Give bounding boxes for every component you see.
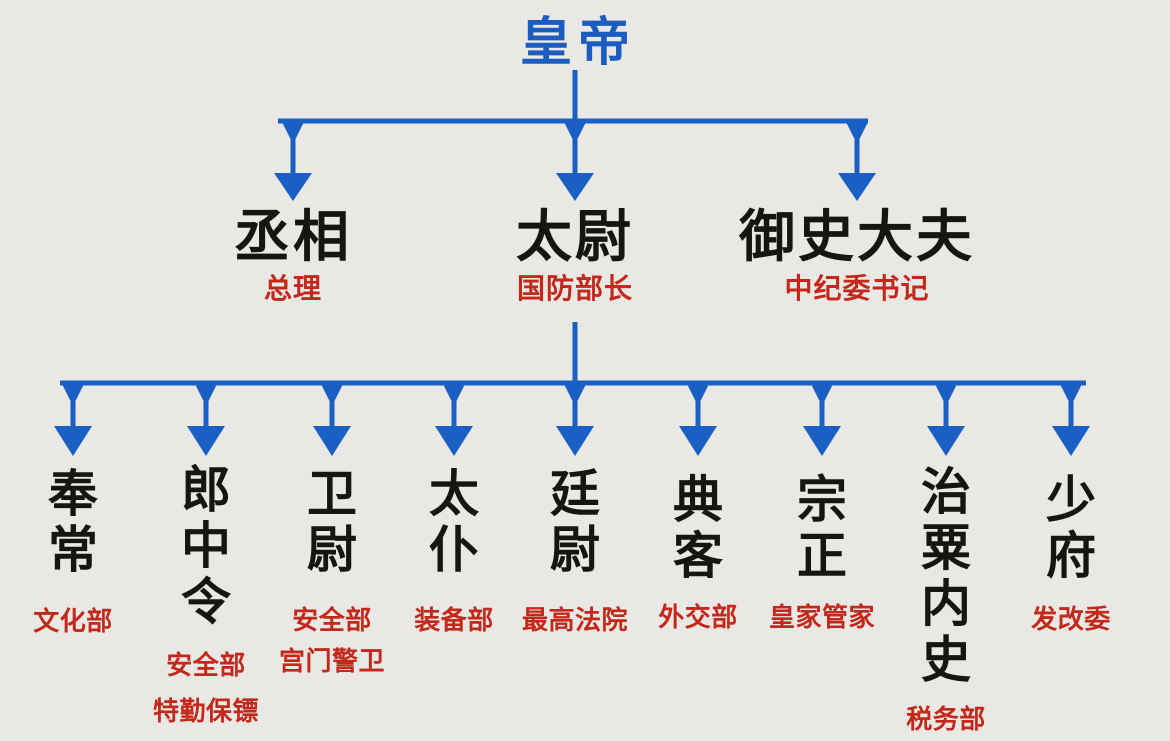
node-yushidafu: 御史大夫 中纪委书记 bbox=[677, 205, 1037, 304]
minister-name-tingwei: 廷 尉 bbox=[550, 466, 600, 578]
official-name: 丞相 bbox=[234, 205, 352, 268]
minister-modern-equivalent: 皇家管家 bbox=[768, 602, 875, 632]
official-name: 太尉 bbox=[516, 205, 634, 268]
minister-modern-equivalent: 发改委 bbox=[1031, 604, 1111, 634]
official-modern-equivalent: 总理 bbox=[263, 272, 322, 304]
official-name: 御史大夫 bbox=[739, 205, 975, 268]
minister-modern-equivalent: 文化部 bbox=[33, 606, 113, 636]
minister-name-dianke: 典 客 bbox=[673, 472, 723, 584]
minister-modern-equivalent: 外交部 bbox=[658, 602, 738, 632]
official-modern-equivalent: 中纪委书记 bbox=[784, 272, 930, 304]
minister-name-fengchang: 奉 常 bbox=[48, 466, 98, 578]
minister-name-weiwei: 卫 尉 bbox=[307, 466, 357, 578]
minister-modern-equivalent: 特勤保镖 bbox=[152, 696, 259, 726]
emperor-title: 皇帝 bbox=[519, 14, 636, 72]
minister-name-zongzheng: 宗 正 bbox=[797, 472, 847, 584]
minister-name-zhisuneishi: 治 粟 内 史 bbox=[921, 464, 971, 688]
minister-modern-equivalent: 安全部 bbox=[166, 650, 246, 680]
minister-modern-equivalent: 装备部 bbox=[414, 605, 494, 635]
minister-modern-equivalent: 宫门警卫 bbox=[278, 646, 385, 676]
minister-name-shaofu: 少 府 bbox=[1046, 472, 1096, 584]
node-taiwei: 太尉 国防部长 bbox=[395, 205, 755, 304]
minister-name-langzhongling: 郎 中 令 bbox=[181, 462, 231, 630]
node-chengxiang: 丞相 总理 bbox=[113, 205, 473, 304]
minister-modern-equivalent: 最高法院 bbox=[521, 605, 628, 635]
minister-name-taipu: 太 仆 bbox=[429, 466, 479, 578]
minister-modern-equivalent: 安全部 bbox=[292, 605, 372, 635]
minister-modern-equivalent: 税务部 bbox=[906, 704, 986, 734]
official-modern-equivalent: 国防部长 bbox=[516, 272, 633, 304]
